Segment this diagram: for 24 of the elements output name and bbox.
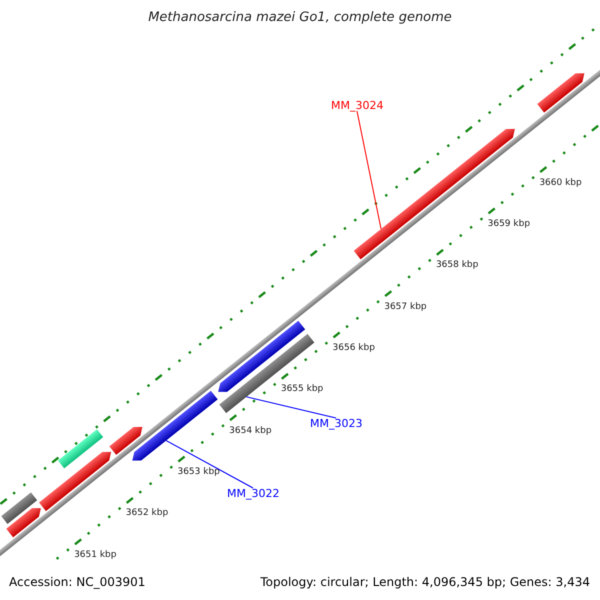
tick-label: 3653 kbp — [177, 468, 220, 478]
gene-name: MM_3023 — [310, 418, 362, 429]
gene-feature — [6, 508, 41, 538]
tick-label: 3655 kbp — [280, 385, 324, 394]
gene-feature — [218, 320, 306, 392]
tick-label: 3659 kbp — [488, 220, 530, 229]
gene-feature — [354, 128, 515, 260]
gene-feature — [109, 426, 142, 455]
accession-text: Accession: NC_003901 — [9, 576, 146, 588]
tick-label: 3656 kbp — [332, 344, 375, 353]
gene-feature — [537, 73, 584, 113]
tick-label: 3652 kbp — [126, 509, 168, 518]
gene-feature — [132, 390, 218, 461]
tick-label: 3660 kbp — [539, 178, 582, 188]
gene-feature — [58, 429, 104, 468]
genome-info-text: Topology: circular; Length: 4,096,345 bp; Genes: 3,434 — [260, 576, 590, 588]
gene-name: MM_3024 — [331, 100, 384, 111]
gene-name: MM_3022 — [227, 488, 280, 499]
gene-feature — [1, 492, 38, 524]
tick-label: 3657 kbp — [384, 302, 427, 312]
tick-label: 3654 kbp — [229, 426, 272, 436]
tick-label: 3651 kbp — [74, 550, 116, 560]
chart-title: Methanosarcina mazei Go1, complete genome — [147, 11, 453, 24]
tick-label: 3658 kbp — [436, 261, 478, 270]
